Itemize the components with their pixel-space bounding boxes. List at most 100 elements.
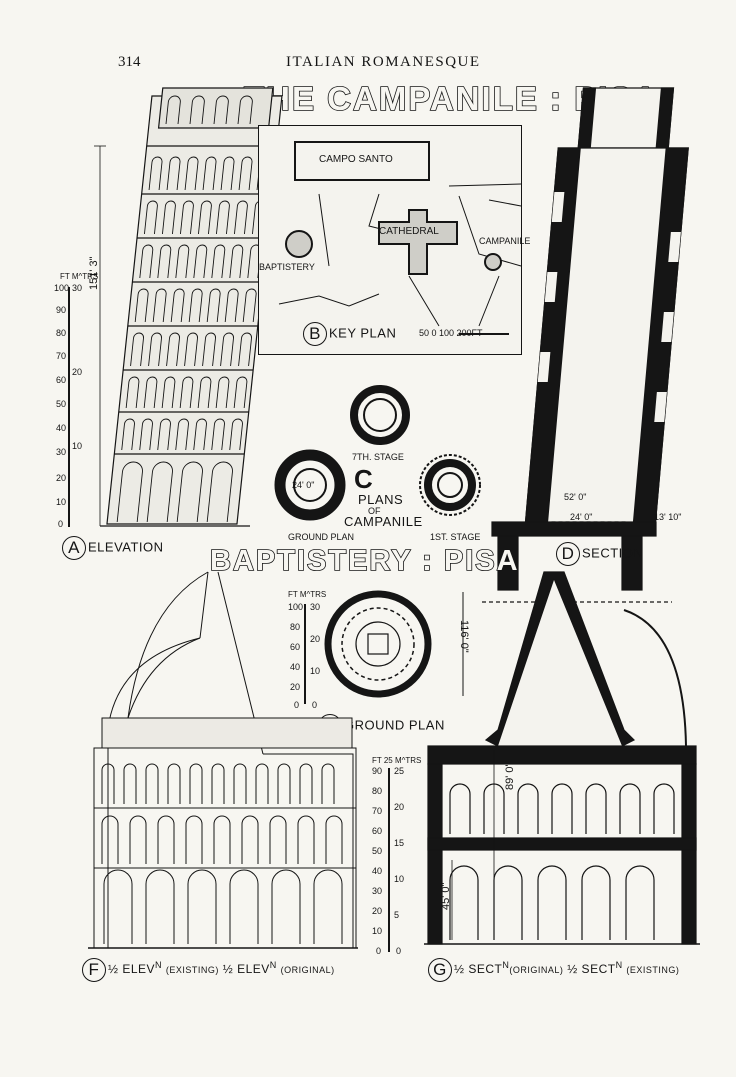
figure-letter: B [303, 322, 327, 346]
key-plan-frame: CAMPO SANTO CATHEDRAL BAPTISTERY CAMPANI… [258, 125, 530, 355]
elevation-sup-1: N [155, 960, 163, 971]
key-plan-scale: 50 0 100 200FT [419, 328, 483, 338]
ground-plan-scale-bar: 100 80 60 40 20 0 30 20 10 0 [288, 602, 328, 712]
scale-m-tick: 5 [394, 910, 400, 920]
scale-ft-tick: 20 [56, 473, 67, 483]
scale-ft-tick: 30 [372, 886, 383, 896]
baptistery-elevation-drawing [88, 571, 358, 949]
baptistery-ground-plan-drawing [324, 590, 464, 698]
figure-letter: A [62, 536, 86, 560]
scale-ft-tick: 40 [290, 662, 301, 672]
scale-ft-tick: 40 [56, 423, 67, 433]
figure-caption: GROUND PLAN [344, 717, 445, 733]
figure-letter: F [82, 958, 106, 982]
section-label-2: ½ SECT [567, 962, 616, 977]
figure-letter: C [354, 464, 373, 494]
scale-m-tick: 10 [310, 666, 321, 676]
scale-ft-tick: 100 [288, 602, 304, 612]
scale-m-tick: 10 [72, 441, 83, 451]
scale-m-tick: 0 [312, 700, 318, 710]
section-scale-bar: 90 80 70 60 50 40 30 20 10 0 25 20 15 10… [372, 766, 416, 956]
scale-ft-tick: 40 [372, 866, 383, 876]
baptistery-section-drawing [424, 571, 700, 945]
campanile-scale-units: FT M^TRS [60, 272, 99, 281]
scale-ft-tick: 0 [376, 946, 382, 956]
section-note-2: (EXISTING) [626, 965, 680, 976]
scale-ft-tick: 50 [372, 846, 383, 856]
scale-ft-tick: 10 [56, 497, 67, 507]
scale-m-tick: 30 [310, 602, 321, 612]
scale-ft-tick: 20 [372, 906, 383, 916]
campanile-plans-drawing [274, 385, 481, 521]
key-plan-label-cathedral: CATHEDRAL [379, 226, 439, 237]
section-dim-wall: 13' 10" [654, 512, 682, 522]
elevation-sup-2: N [269, 960, 277, 971]
baptistery-title: BAPTISTERY : PISA [209, 544, 520, 578]
scale-ft-tick: 90 [372, 766, 383, 776]
scale-ft-tick: 50 [56, 399, 67, 409]
scale-ft-tick: 90 [56, 305, 67, 315]
section-note-1: (ORIGINAL) [509, 965, 564, 976]
scale-m-tick: 0 [396, 946, 402, 956]
elevation-note-2: (ORIGINAL) [280, 965, 335, 976]
section-dim-inner: 52' 0" [564, 492, 587, 502]
page-number: 314 [118, 54, 141, 70]
scale-ft-tick: 60 [56, 375, 67, 385]
scale-m-tick: 30 [72, 283, 83, 293]
scale-ft-tick: 0 [58, 519, 64, 529]
section-sup-1: N [502, 960, 510, 971]
campanile-section-drawing [482, 87, 689, 603]
scale-ft-tick: 70 [56, 351, 67, 361]
plans-dim: 24' 0" [292, 480, 315, 490]
scale-ft-tick: 60 [372, 826, 383, 836]
ground-plan-scale-units: FT M^TRS [288, 590, 327, 599]
figure-letter: G [428, 958, 452, 982]
scale-m-tick: 20 [394, 802, 405, 812]
scale-ft-tick: 80 [290, 622, 301, 632]
key-plan-label-baptistery: BAPTISTERY [259, 262, 315, 272]
running-title: ITALIAN ROMANESQUE [286, 54, 481, 70]
scale-ft-tick: 10 [372, 926, 383, 936]
plans-label-3: CAMPANILE [344, 514, 423, 529]
campanile-scale-bar: 100 90 80 70 60 50 40 30 20 10 0 30 20 1… [54, 283, 100, 529]
scale-ft-tick: 60 [290, 642, 301, 652]
plans-stage-1: 1ST. STAGE [430, 532, 481, 542]
scale-ft-tick: 80 [56, 328, 67, 338]
scale-ft-tick: 80 [372, 786, 383, 796]
scale-ft-tick: 100 [54, 283, 70, 293]
elevation-label-1: ½ ELEV [108, 962, 156, 977]
scale-ft-tick: 20 [290, 682, 301, 692]
figure-letter: D [556, 542, 580, 566]
scale-m-tick: 15 [394, 838, 405, 848]
section-sup-2: N [615, 960, 623, 971]
plans-label-1: PLANS [358, 492, 404, 507]
scale-m-tick: 20 [72, 367, 83, 377]
scale-m-tick: 10 [394, 874, 405, 884]
figure-caption: ELEVATION [88, 539, 164, 555]
key-plan-label-campanile: CAMPANILE [479, 236, 531, 246]
section-dim-lower: 45' 0" [440, 882, 452, 910]
plans-label-2: OF [368, 506, 381, 516]
scale-ft-tick: 70 [372, 806, 383, 816]
section-scale-units: FT 25 M^TRS [372, 756, 422, 765]
section-label-1: ½ SECT [454, 962, 503, 977]
plans-ground: GROUND PLAN [288, 532, 355, 542]
section-dim-base: 24' 0" [570, 512, 593, 522]
scale-ft-tick: 30 [56, 447, 67, 457]
elevation-note-1: (EXISTING) [165, 965, 219, 976]
elevation-label-2: ½ ELEV [222, 962, 270, 977]
plans-stage-7: 7TH. STAGE [352, 452, 404, 462]
scale-m-tick: 20 [310, 634, 321, 644]
key-plan-label-campo-santo: CAMPO SANTO [319, 154, 393, 165]
scale-m-tick: 25 [394, 766, 405, 776]
figure-caption: SECTION [582, 545, 644, 561]
section-dim-upper: 89' 0" [504, 762, 516, 790]
key-plan-drawing [278, 141, 522, 335]
figure-caption: KEY PLAN [329, 325, 397, 341]
scale-ft-tick: 0 [294, 700, 300, 710]
